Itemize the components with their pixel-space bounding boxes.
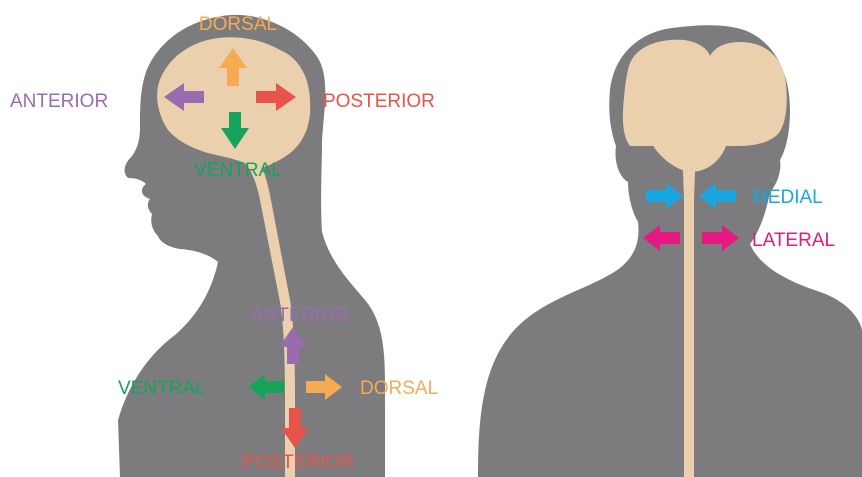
brain-ventral-label: VENTRAL <box>194 160 282 181</box>
front-brain <box>623 40 787 146</box>
front-view: MEDIAL LATERAL <box>478 25 862 477</box>
front-spinal-cord <box>682 144 696 477</box>
brain-anterior-label: ANTERIOR <box>10 91 108 112</box>
spine-anterior-label: ANTERIOR <box>251 305 349 326</box>
brain-posterior-label: POSTERIOR <box>323 91 435 112</box>
spine-posterior-label: POSTERIOR <box>242 452 354 473</box>
lateral-label: LATERAL <box>752 230 835 251</box>
side-view: DORSAL ANTERIOR POSTERIOR VENTRAL ANTERI… <box>10 14 438 477</box>
spine-dorsal-label: DORSAL <box>360 378 438 399</box>
spine-ventral-label: VENTRAL <box>118 378 206 399</box>
medial-label: MEDIAL <box>752 187 823 208</box>
brain-dorsal-label: DORSAL <box>199 14 277 35</box>
